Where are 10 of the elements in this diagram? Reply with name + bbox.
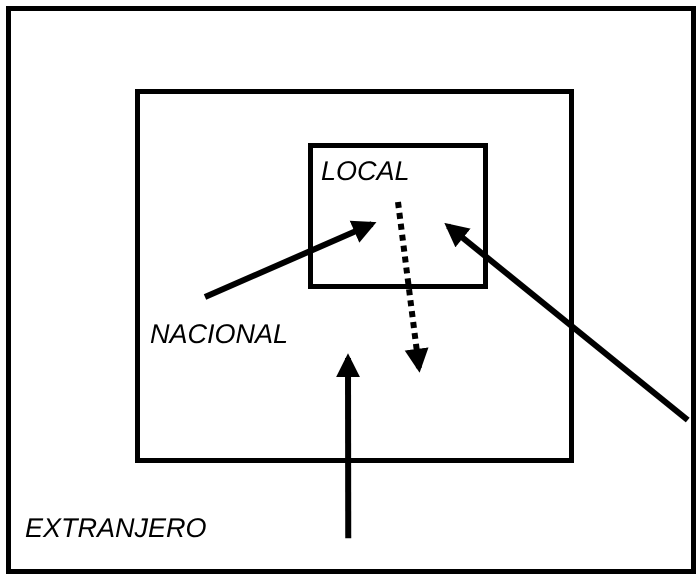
region-label: NACIONAL — [150, 319, 288, 350]
inner-box — [308, 143, 488, 289]
arrow — [204, 220, 376, 300]
arrow — [336, 353, 360, 538]
dotted-arrow — [395, 202, 428, 373]
region-label: EXTRANJERO — [25, 513, 207, 544]
outer-box — [6, 6, 696, 574]
arrow — [444, 222, 690, 422]
middle-box — [135, 89, 574, 463]
region-label: LOCAL — [321, 156, 410, 187]
